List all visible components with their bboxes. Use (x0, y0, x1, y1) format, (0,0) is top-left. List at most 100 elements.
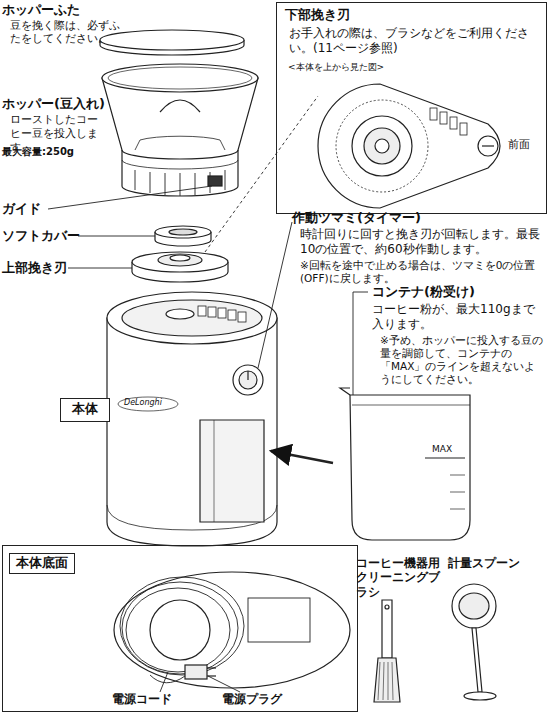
container-scale (450, 475, 465, 509)
cord-loop (120, 577, 244, 675)
soft-cover (155, 226, 211, 238)
soft-cover-hole (169, 229, 197, 235)
part-note: 豆を挽く際は、必ずふたをしてください。 (10, 19, 122, 45)
capacity-note: 最大容量:250g (2, 146, 112, 159)
part-note: 時計回りに回すと挽き刃が回転します。最長10の位置で、約60秒作動します。 (300, 227, 548, 257)
scale-tick (450, 509, 465, 510)
guide-tab (208, 176, 222, 186)
panel-heading: 本体底面 (9, 553, 75, 574)
part-name: ガイド (2, 201, 62, 217)
part-name: コンテナ(粉受け) (372, 284, 546, 300)
direction-label: 前面 (508, 138, 544, 152)
leader-line (48, 186, 212, 209)
rib (195, 173, 196, 195)
scale-mark (208, 307, 216, 317)
part-note: ※予め、ホッパーに投入する豆の量を調節して、コンテナの「MAX」のラインを超えな… (380, 334, 546, 387)
burr-seat (166, 309, 194, 319)
container-slot (200, 420, 264, 522)
body-top-plate (122, 300, 262, 336)
insert-arrow (271, 451, 333, 463)
lower-burr-hub (375, 139, 389, 153)
cord-loop (126, 588, 230, 672)
leader-line (68, 268, 132, 269)
timer-knob-pointer (247, 371, 248, 380)
container-spout (340, 388, 350, 395)
part-name: 電源コード (112, 692, 202, 707)
rib (180, 173, 181, 196)
rating-plate (248, 598, 310, 642)
scale-mark (450, 117, 457, 129)
brand-logo: DeLonghi (124, 398, 184, 408)
panel-body: お手入れの際は、ブラシなどをご利用ください。(11ページ参照) (285, 26, 538, 57)
panel-box: 本体底面 (2, 545, 358, 712)
body-top (107, 292, 277, 344)
scale-mark (218, 308, 226, 318)
scale-mark (198, 306, 206, 316)
leader-line (208, 676, 240, 692)
panel-box: 下部挽き刃お手入れの際は、ブラシなどをご利用ください。(11ページ参照) (276, 2, 547, 214)
hopper-ring (122, 150, 238, 159)
body-shell (107, 318, 277, 546)
upper-burr-hub (158, 254, 202, 266)
container-slot-line (214, 420, 215, 522)
scale-mark (238, 312, 246, 322)
accessory-name: 計量スプーン (448, 556, 548, 571)
hopper-ribs (135, 170, 225, 196)
bristle (388, 662, 389, 700)
spoon-inner (459, 593, 489, 619)
cord-end (150, 675, 185, 683)
scale-tick (450, 475, 465, 476)
lower-burr-inner (364, 128, 400, 164)
spoon-handle (472, 628, 482, 692)
scale-mark-label: MAX (432, 444, 472, 455)
hopper-top-inner (108, 67, 252, 89)
timer-knob (233, 365, 263, 395)
rib (135, 170, 136, 190)
timer-knob-top-grip (482, 145, 494, 146)
part-name: ソフトカバー (2, 228, 92, 244)
grind-scale (198, 306, 246, 322)
max-line (425, 457, 465, 458)
part-name: ホッパー(豆入れ) (2, 96, 132, 112)
grind-scale-top (430, 108, 467, 135)
panel-heading: 本体 (61, 401, 109, 418)
bristle (383, 662, 384, 700)
panel-heading: 下部挽き刃 (285, 7, 538, 24)
hopper-body (102, 78, 258, 196)
bristle-lines (378, 662, 393, 700)
body-bottom (114, 572, 350, 688)
top-view-outline (318, 84, 500, 208)
hopper-top (102, 64, 258, 92)
timer-knob-top (478, 136, 498, 156)
spoon-foot (464, 692, 496, 700)
scale-mark (430, 108, 437, 120)
power-plug (185, 665, 207, 679)
scale-mark (228, 310, 236, 320)
brush-bristles (374, 658, 400, 702)
timer-knob-cap (239, 371, 257, 389)
brush-hole (385, 605, 389, 609)
bristle (378, 662, 380, 700)
scale-mark (460, 123, 467, 135)
part-note: コーヒー粉が、最大110gまで入ります。 (372, 302, 546, 332)
scale-mark (440, 112, 447, 124)
cord-reel (150, 600, 210, 660)
power-cord (120, 577, 244, 683)
leader-line (353, 292, 368, 398)
container (350, 395, 470, 540)
part-name-box: 本体 (60, 398, 110, 422)
rib (225, 170, 226, 190)
leader-line (258, 222, 292, 368)
brush-handle (382, 600, 392, 658)
upper-burr-hub-top (170, 255, 190, 261)
part-name: 上部挽き刃 (2, 260, 92, 276)
bristle (392, 662, 393, 700)
part-note: ※回転を途中で止める場合は、ツマミを0の位置(OFF)に戻します。 (300, 259, 548, 285)
leader-line (160, 672, 168, 692)
spoon-bowl (452, 584, 496, 628)
part-name: ホッパーふた (2, 2, 132, 18)
plug-prong (207, 667, 216, 668)
hopper-cone (160, 100, 200, 112)
top-view-ring (336, 100, 428, 192)
